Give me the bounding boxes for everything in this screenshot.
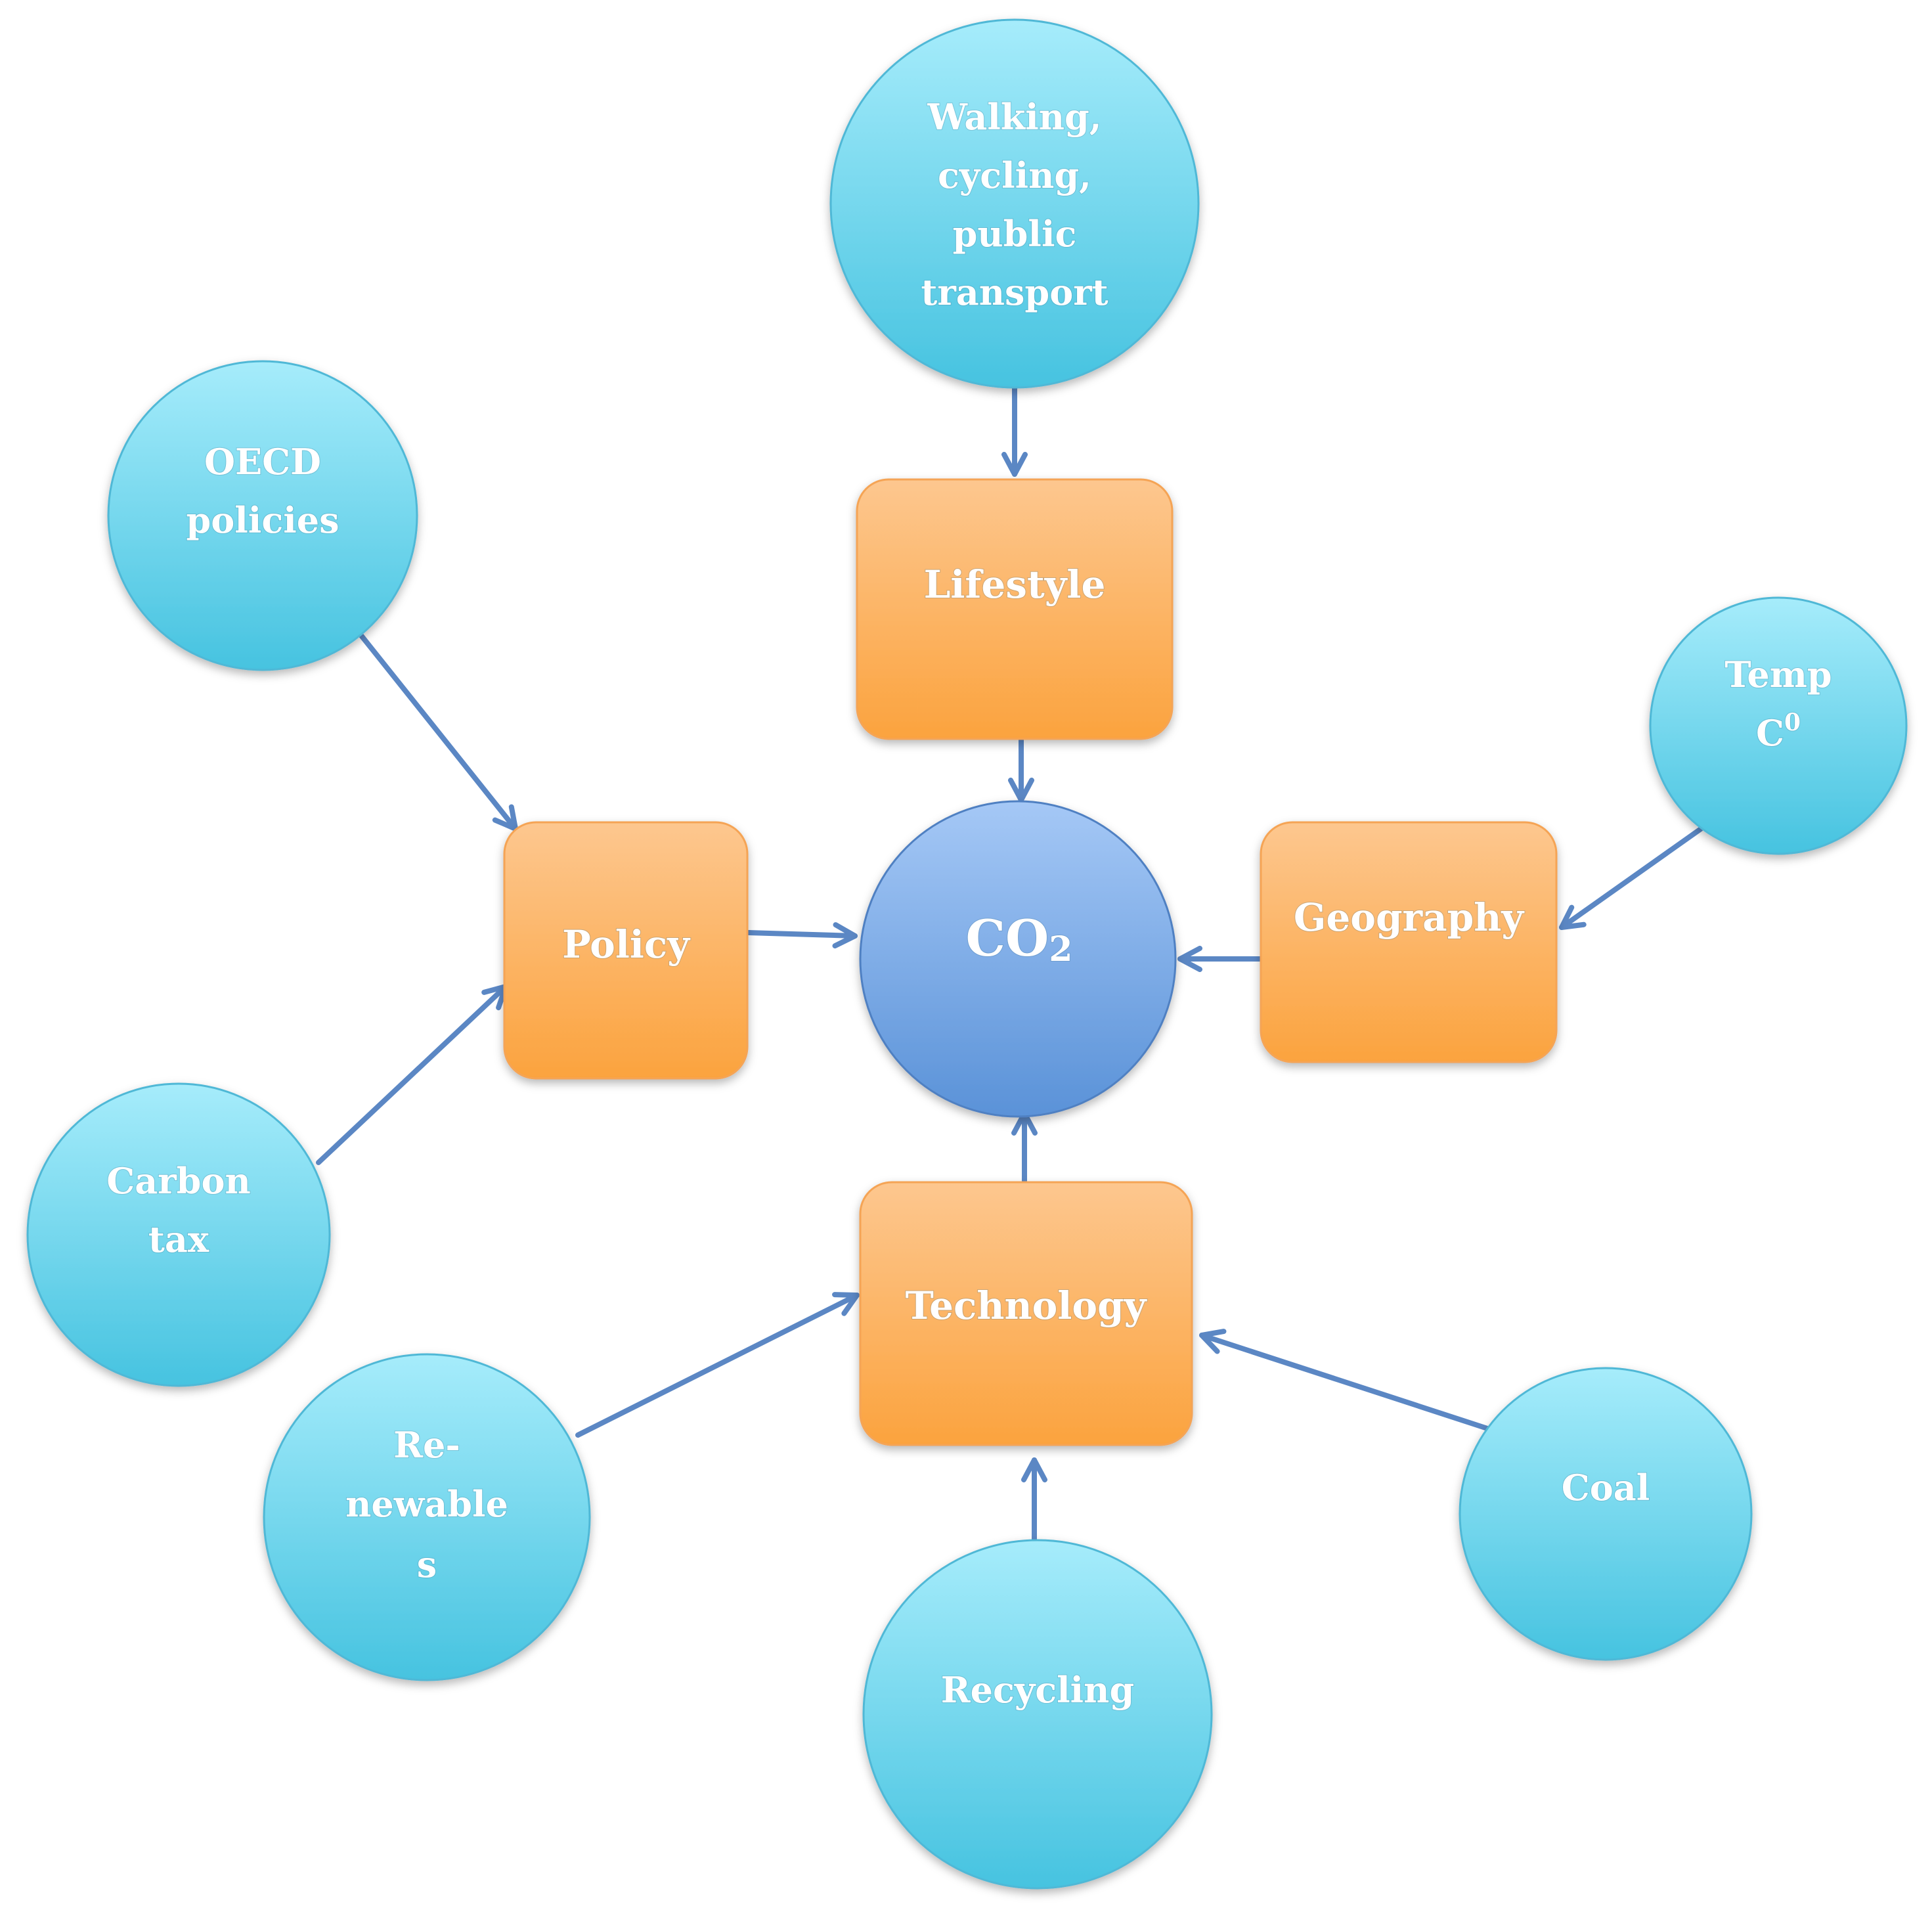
input-label-line: Walking, bbox=[927, 96, 1101, 138]
factor-technology: Technology bbox=[859, 1181, 1193, 1446]
input-label-line: public bbox=[953, 213, 1077, 255]
input-circle bbox=[107, 360, 418, 671]
input-label-line: OECD bbox=[204, 441, 321, 483]
input-carbon-tax: Carbon tax bbox=[26, 1082, 331, 1387]
co2-label: CO2 bbox=[966, 909, 1073, 969]
factor-box bbox=[1260, 821, 1558, 1063]
arrow-coal-to-technology bbox=[1199, 1329, 1490, 1431]
input-temp: Temp C0 bbox=[1649, 596, 1908, 855]
arrow-policy-to-co2 bbox=[746, 922, 858, 949]
input-label-line: newable bbox=[345, 1483, 508, 1525]
input-circle bbox=[862, 1539, 1213, 1890]
input-circle bbox=[1459, 1367, 1753, 1661]
input-label-line: Re- bbox=[393, 1424, 460, 1466]
co2-circle bbox=[859, 800, 1177, 1118]
factor-label: Lifestyle bbox=[924, 562, 1106, 607]
factor-box bbox=[856, 478, 1174, 740]
input-circle bbox=[829, 18, 1200, 389]
factor-geography: Geography bbox=[1260, 821, 1558, 1063]
input-transport: Walking, cycling, public transport bbox=[829, 18, 1200, 389]
input-label-line: Coal bbox=[1562, 1467, 1650, 1509]
input-label-line: s bbox=[417, 1543, 437, 1585]
input-recycling: Recycling bbox=[862, 1539, 1213, 1890]
input-label-line: cycling, bbox=[938, 154, 1091, 196]
input-circle bbox=[263, 1353, 591, 1681]
input-renewables: Re- newable s bbox=[263, 1353, 591, 1681]
input-circle bbox=[26, 1082, 331, 1387]
input-circle bbox=[1649, 596, 1908, 855]
factor-policy: Policy bbox=[503, 821, 749, 1080]
factor-label: Policy bbox=[562, 922, 691, 967]
input-coal: Coal bbox=[1459, 1367, 1753, 1661]
input-label-line: transport bbox=[921, 271, 1108, 313]
input-label-line: policies bbox=[187, 499, 340, 541]
center-co2: CO2 bbox=[859, 800, 1177, 1118]
input-label-line: Recycling bbox=[941, 1669, 1134, 1711]
factor-lifestyle: Lifestyle bbox=[856, 478, 1174, 740]
input-oecd-policies: OECD policies bbox=[107, 360, 418, 671]
input-label-line: Carbon bbox=[106, 1160, 250, 1202]
arrow-temp-to-geography bbox=[1559, 826, 1703, 930]
factor-box bbox=[859, 1181, 1193, 1446]
input-label-line: tax bbox=[148, 1218, 209, 1260]
arrow-renewables-to-technology bbox=[575, 1292, 860, 1438]
arrow-carbon-tax-to-policy bbox=[316, 984, 508, 1165]
factor-label: Geography bbox=[1294, 895, 1526, 940]
input-label-line: C0 bbox=[1756, 709, 1801, 754]
factor-label: Technology bbox=[906, 1283, 1148, 1328]
factor-box bbox=[503, 821, 749, 1080]
input-label-line: Temp bbox=[1724, 654, 1832, 696]
arrow-oecd-to-policy bbox=[352, 625, 518, 831]
arrows bbox=[316, 385, 1703, 1549]
